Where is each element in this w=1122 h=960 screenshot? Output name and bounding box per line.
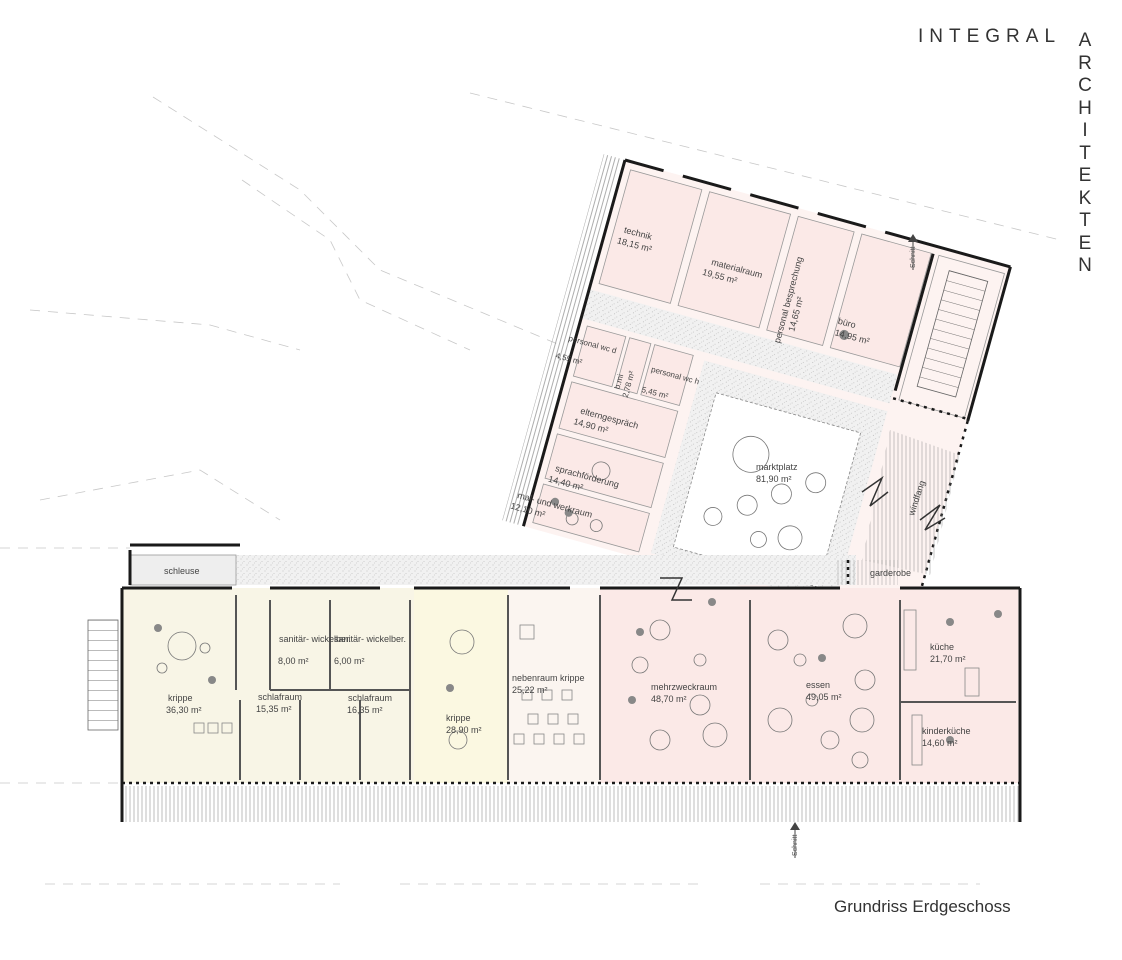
windfang-hatch: [862, 430, 960, 575]
section-mark-bottom: Schnitt: [790, 822, 800, 858]
svg-text:schlafraum: schlafraum: [258, 692, 302, 702]
garderobe-label: garderobe: [870, 568, 911, 578]
room-essen: essen 49,05 m²: [806, 680, 842, 702]
south-facade-hatch: [122, 786, 1020, 822]
plan-caption: Grundriss Erdgeschoss: [834, 897, 1011, 916]
svg-text:krippe: krippe: [446, 713, 471, 723]
svg-text:büro: büro: [837, 316, 857, 330]
svg-text:21,70 m²: 21,70 m²: [930, 654, 966, 664]
west-facade-hatch: [502, 154, 622, 526]
svg-text:b.mi: b.mi: [613, 373, 626, 390]
svg-text:sanitär- wickelber.: sanitär- wickelber.: [334, 634, 406, 644]
svg-text:schlafraum: schlafraum: [348, 693, 392, 703]
svg-text:48,70 m²: 48,70 m²: [651, 694, 687, 704]
svg-text:krippe: krippe: [168, 693, 193, 703]
room-sanitaer-2: sanitär- wickelber. 6,00 m²: [334, 634, 406, 666]
svg-text:36,30 m²: 36,30 m²: [166, 705, 202, 715]
svg-text:essen: essen: [806, 680, 830, 690]
room-sanitaer-1: sanitär- wickelber. 8,00 m²: [278, 634, 351, 666]
svg-text:16,35 m²: 16,35 m²: [347, 705, 383, 715]
room-kinderkueche: kinderküche 14,60 m²: [922, 726, 971, 748]
svg-text:mehrzweckraum: mehrzweckraum: [651, 682, 717, 692]
svg-text:küche: küche: [930, 642, 954, 652]
svg-text:nebenraum krippe: nebenraum krippe: [512, 673, 585, 683]
south-wing: [87, 475, 1022, 822]
room-marktplatz: marktplatz 81,90 m²: [756, 462, 798, 484]
room-krippe-1: krippe 36,30 m²: [166, 693, 202, 715]
svg-text:14,60 m²: 14,60 m²: [922, 738, 958, 748]
brand-name: INTEGRAL: [918, 26, 1062, 47]
svg-text:marktplatz: marktplatz: [756, 462, 798, 472]
schnitt-top-label: Schnitt: [910, 247, 917, 268]
svg-text:49,05 m²: 49,05 m²: [806, 692, 842, 702]
svg-text:sanitär- wickelber.: sanitär- wickelber.: [279, 634, 351, 644]
schleuse-label: schleuse: [164, 566, 200, 576]
room-kueche: küche 21,70 m²: [930, 642, 966, 664]
section-mark-top: Schnitt: [908, 234, 918, 270]
svg-text:81,90 m²: 81,90 m²: [756, 474, 792, 484]
svg-text:15,35 m²: 15,35 m²: [256, 704, 292, 714]
room-schlafraum-2: schlafraum 16,35 m²: [347, 693, 392, 715]
room-krippe-2: krippe 28,90 m²: [446, 713, 482, 735]
room-nebenraum-krippe: nebenraum krippe 25,22 m²: [512, 673, 585, 695]
svg-text:25,22 m²: 25,22 m²: [512, 685, 548, 695]
corridor: [236, 555, 856, 585]
room-schlafraum-1: schlafraum 15,35 m²: [256, 692, 302, 714]
svg-text:6,00 m²: 6,00 m²: [334, 656, 365, 666]
room-mehrzweckraum: mehrzweckraum 48,70 m²: [651, 682, 717, 704]
svg-text:kinderküche: kinderküche: [922, 726, 971, 736]
site-outline: [0, 92, 1061, 885]
svg-text:28,90 m²: 28,90 m²: [446, 725, 482, 735]
schnitt-bottom-label: Schnitt: [792, 835, 799, 856]
svg-text:8,00 m²: 8,00 m²: [278, 656, 309, 666]
